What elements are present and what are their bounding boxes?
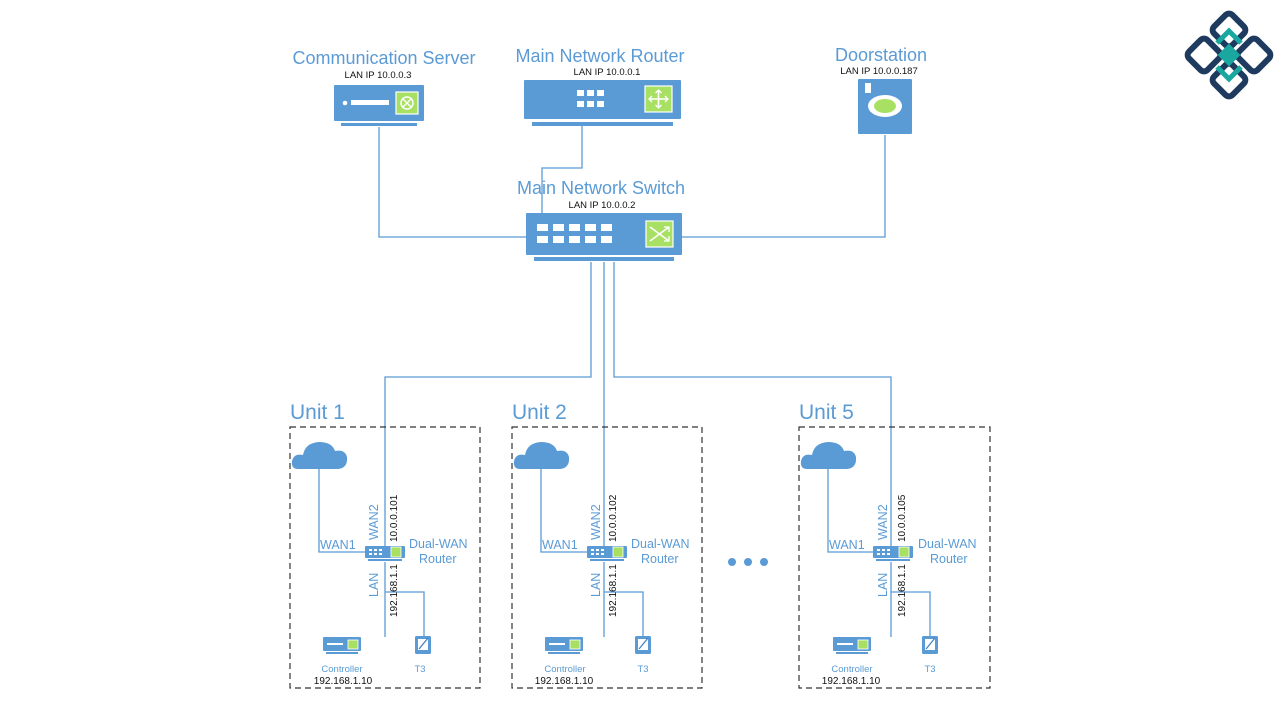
ellipsis-icon [728, 558, 768, 566]
unit-5-title: Unit 5 [799, 401, 854, 424]
unit-2-wan2-label: WAN2 [589, 504, 603, 540]
unit-2-router-label-2: Router [641, 552, 679, 566]
main-network-router[interactable]: Main Network Router LAN IP 10.0.0.1 [515, 46, 685, 126]
diamond-knot-logo-icon [1184, 10, 1274, 100]
unit-1-t3-label: T3 [414, 664, 425, 675]
wire-switch-to-unit1 [384, 262, 592, 548]
doorstation-name: Doorstation [835, 45, 927, 65]
unit-2-controller-label: Controller [544, 664, 585, 675]
unit-5-boundary [798, 426, 991, 689]
wire-comm-server-to-switch [378, 127, 526, 238]
doorstation-ip: LAN IP 10.0.0.187 [840, 66, 917, 77]
unit-5-lan-ip: 192.168.1.1 [897, 564, 908, 617]
unit-1-lan-ip: 192.168.1.1 [389, 564, 400, 617]
unit-5-t3-label: T3 [924, 664, 935, 675]
unit-1-router-label-1: Dual-WAN [409, 537, 468, 551]
dual-wan-router-icon [365, 546, 405, 561]
unit-5[interactable]: Unit 5 WAN1 WAN2 10.0.0.105 Dual-WAN Rou… [798, 401, 991, 689]
unit-1-controller-label: Controller [321, 664, 362, 675]
unit-2-title: Unit 2 [512, 401, 567, 424]
controller-icon [833, 637, 871, 654]
unit-2-controller-ip: 192.168.1.10 [535, 676, 594, 687]
unit-5-wan2-ip: 10.0.0.105 [897, 494, 908, 542]
unit-5-t3-wire [891, 591, 931, 637]
unit-5-wan2-label: WAN2 [876, 504, 890, 540]
unit-1-lan-label: LAN [367, 573, 381, 597]
unit-2-t3-label: T3 [637, 664, 648, 675]
unit-2-wan2-ip: 10.0.0.102 [608, 494, 619, 542]
unit-2-wan1-wire [540, 469, 588, 553]
controller-icon [545, 637, 583, 654]
unit-1-wan1-wire [318, 469, 366, 553]
unit-1-t3-wire [385, 591, 425, 637]
comm-server-ip: LAN IP 10.0.0.3 [345, 70, 412, 81]
unit-5-router-label-2: Router [930, 552, 968, 566]
unit-5-controller-ip: 192.168.1.10 [822, 676, 881, 687]
comm-server-name: Communication Server [292, 48, 475, 68]
cloud-icon [291, 442, 348, 469]
switch-icon [526, 213, 682, 261]
unit-2-boundary [511, 426, 703, 689]
top-wires [378, 124, 892, 548]
unit-1-wan2-ip: 10.0.0.101 [389, 494, 400, 542]
doorstation[interactable]: Doorstation LAN IP 10.0.0.187 [835, 45, 927, 134]
unit-2-lan-ip: 192.168.1.1 [608, 564, 619, 617]
unit-1-boundary [289, 426, 481, 689]
unit-5-controller-label: Controller [831, 664, 872, 675]
router-ip: LAN IP 10.0.0.1 [574, 67, 641, 78]
communication-server[interactable]: Communication Server LAN IP 10.0.0.3 [292, 48, 476, 126]
unit-5-lan-label: LAN [876, 573, 890, 597]
unit-5-router-label-1: Dual-WAN [918, 537, 977, 551]
unit-5-wan1-label: WAN1 [829, 538, 865, 552]
cloud-icon [513, 442, 570, 469]
server-icon [334, 85, 424, 126]
switch-ip: LAN IP 10.0.0.2 [569, 200, 636, 211]
doorstation-icon [858, 79, 912, 134]
unit-2-wan1-label: WAN1 [542, 538, 578, 552]
wire-switch-to-unit5 [613, 262, 892, 548]
dual-wan-router-icon [873, 546, 913, 561]
unit-1-title: Unit 1 [290, 401, 345, 424]
unit-2-lan-label: LAN [589, 573, 603, 597]
dual-wan-router-icon [587, 546, 627, 561]
wire-router-to-switch [541, 124, 583, 213]
router-name: Main Network Router [515, 46, 684, 66]
controller-icon [323, 637, 361, 654]
unit-1-wan1-label: WAN1 [320, 538, 356, 552]
unit-1[interactable]: Unit 1 WAN1 WAN2 10.0.0.101 Dual-WAN Rou… [289, 401, 481, 689]
cloud-icon [800, 442, 857, 469]
unit-5-wan1-wire [827, 469, 874, 553]
unit-2-router-label-1: Dual-WAN [631, 537, 690, 551]
wire-doorstation-to-switch [682, 135, 886, 238]
unit-1-wan2-label: WAN2 [367, 504, 381, 540]
unit-1-router-label-2: Router [419, 552, 457, 566]
switch-name: Main Network Switch [517, 178, 685, 198]
t3-tablet-icon [922, 636, 938, 654]
main-network-switch[interactable]: Main Network Switch LAN IP 10.0.0.2 [517, 178, 685, 261]
unit-2-t3-wire [604, 591, 644, 637]
t3-tablet-icon [415, 636, 431, 654]
router-icon [524, 80, 681, 126]
t3-tablet-icon [635, 636, 651, 654]
unit-2[interactable]: Unit 2 WAN1 WAN2 10.0.0.102 Dual-WAN Rou… [511, 401, 703, 689]
unit-1-controller-ip: 192.168.1.10 [314, 676, 373, 687]
